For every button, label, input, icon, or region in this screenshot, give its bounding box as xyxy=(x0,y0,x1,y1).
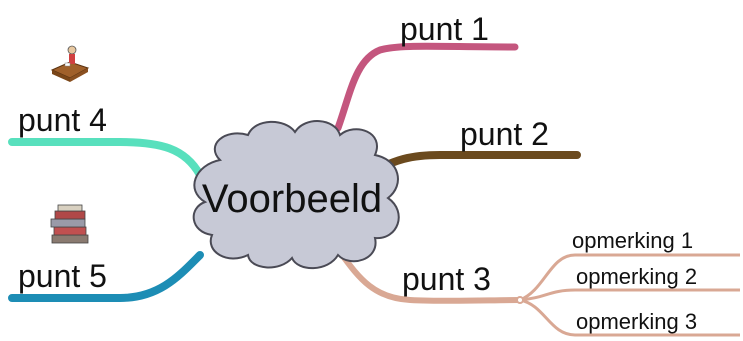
person-at-desk-icon xyxy=(50,45,90,82)
branch-line-punt2 xyxy=(368,150,581,176)
sub-branch-line-3 xyxy=(519,298,740,337)
sub-branch-line-2 xyxy=(519,288,740,302)
sub-item-label-1[interactable]: opmerking 1 xyxy=(572,228,693,253)
stack-of-books-icon xyxy=(50,204,89,244)
sub-item-label-2[interactable]: opmerking 2 xyxy=(576,264,697,289)
sub-branch-node xyxy=(516,296,524,304)
sub-branch-line-1 xyxy=(519,253,740,302)
branch-label-punt4[interactable]: punt 4 xyxy=(18,102,107,138)
branch-label-punt2[interactable]: punt 2 xyxy=(460,116,549,152)
cloud-shape xyxy=(192,120,400,270)
branch-label-punt3[interactable]: punt 3 xyxy=(402,261,491,297)
branch-line-punt1 xyxy=(334,42,519,132)
branch-label-punt1[interactable]: punt 1 xyxy=(400,11,489,47)
branch-line-punt3 xyxy=(337,249,523,304)
branch-line-punt5 xyxy=(8,251,204,302)
central-topic-label: Voorbeeld xyxy=(202,177,382,221)
branch-label-punt5[interactable]: punt 5 xyxy=(18,258,107,294)
sub-item-label-3[interactable]: opmerking 3 xyxy=(576,309,697,334)
central-topic-cloud[interactable]: Voorbeeld xyxy=(192,120,400,270)
branch-line-punt4 xyxy=(8,138,204,179)
